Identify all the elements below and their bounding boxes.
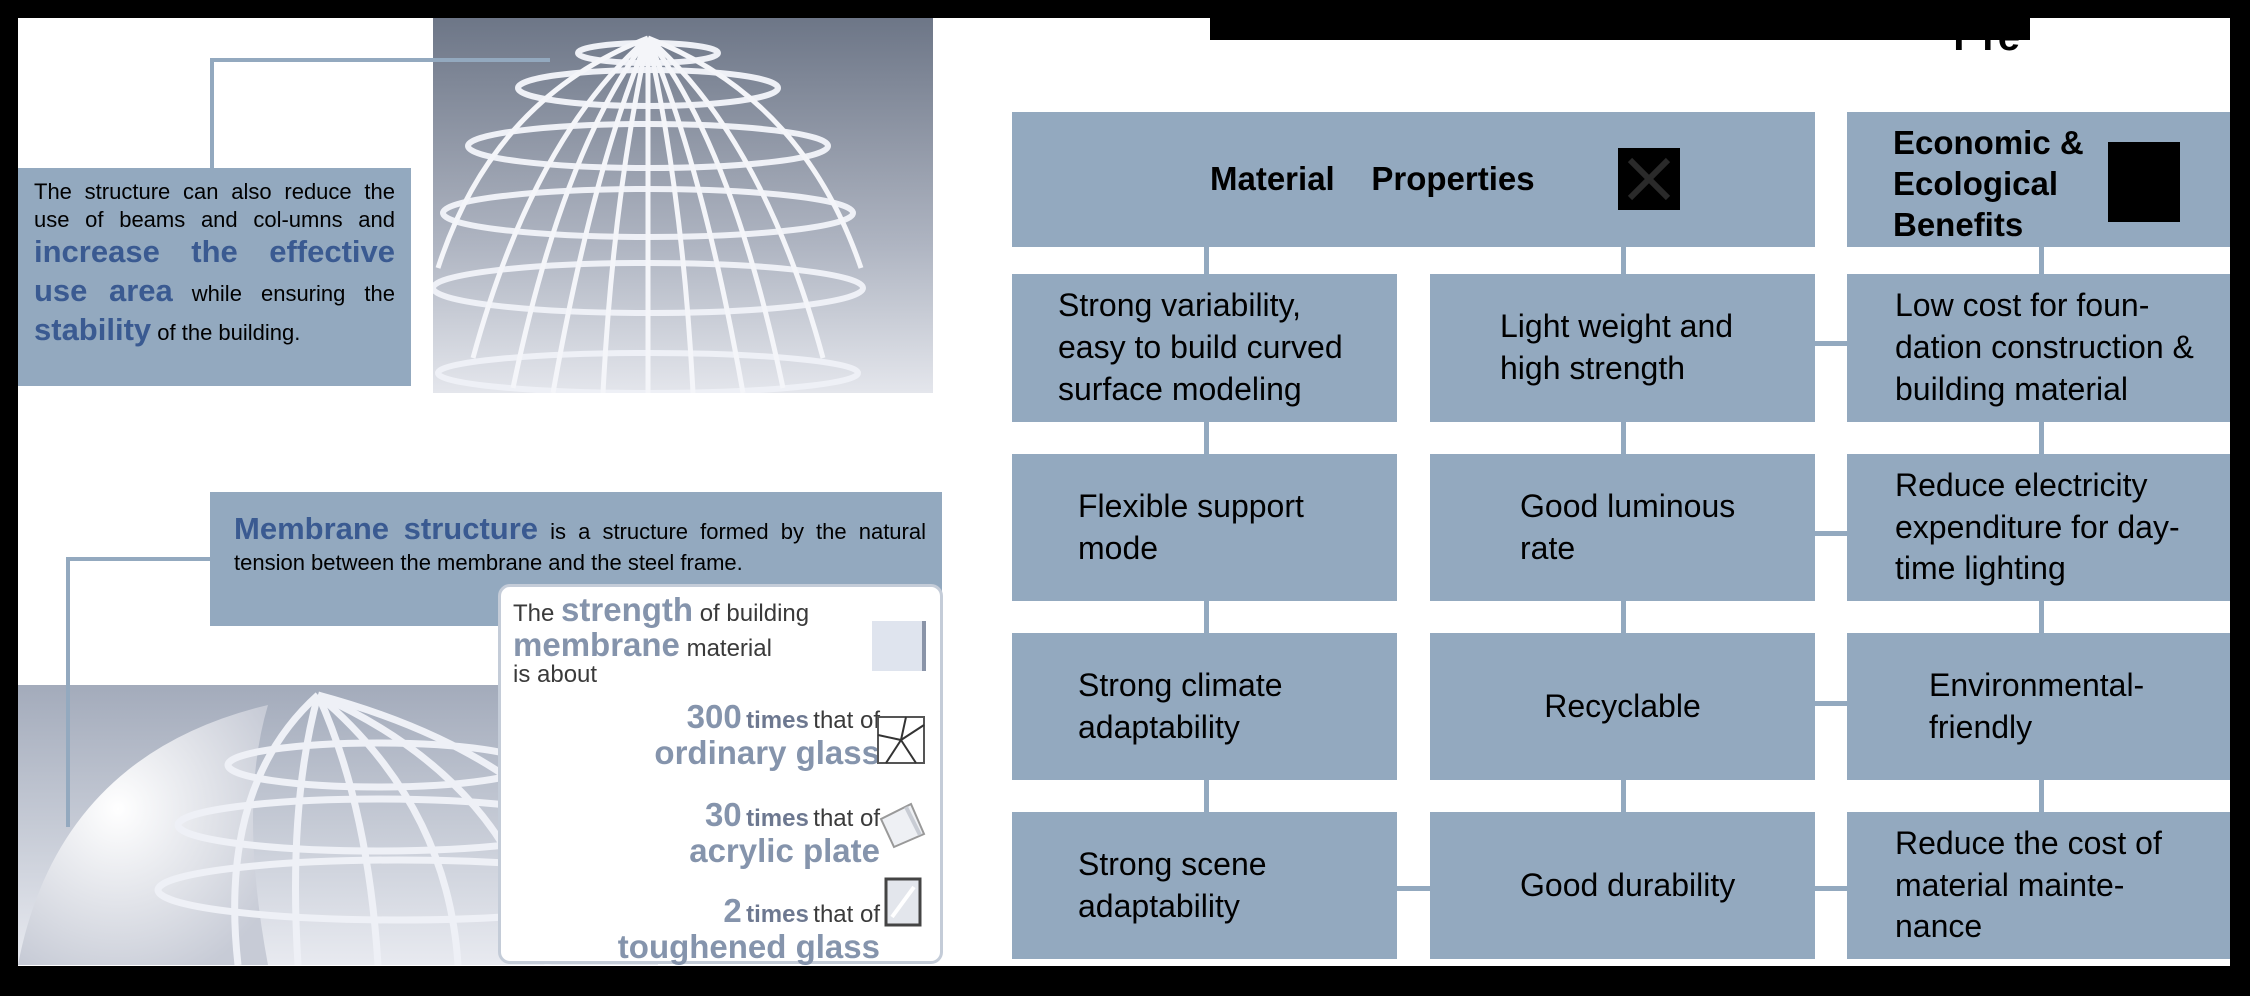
economic-benefit-box: Reduce the cost of material mainte-nance	[1847, 812, 2230, 959]
page-title: T re	[1946, 15, 2020, 59]
material-property-box: Recyclable	[1430, 633, 1815, 780]
connector-line	[66, 557, 212, 561]
strength-intro: The strength of building membrane materi…	[513, 591, 810, 689]
acrylic-plate-icon	[879, 802, 926, 849]
steel-frame-dome-image	[433, 18, 933, 393]
callout-structure-benefit: The structure can also reduce the use of…	[18, 168, 411, 386]
connector-line	[1815, 886, 1847, 891]
callout-emphasis: Membrane structure	[234, 511, 539, 546]
economic-benefit-box: Reduce electricity expenditure for day-t…	[1847, 454, 2230, 601]
tools-icon	[1618, 148, 1680, 210]
material-property-box: Strong scene adaptability	[1012, 812, 1397, 959]
economic-benefit-box: Environmental-friendly	[1847, 633, 2230, 780]
callout-text: while ensuring the	[191, 280, 395, 306]
strength-row: 2 times that of toughened glass	[617, 892, 880, 966]
economic-benefit-box: Low cost for foun-dation construction & …	[1847, 274, 2230, 422]
connector-line	[1621, 247, 1626, 274]
material-property-box: Strong climate adaptability	[1012, 633, 1397, 780]
toughened-glass-icon	[884, 877, 922, 927]
connector-line	[1204, 780, 1209, 812]
title-bar	[1210, 0, 2030, 40]
connector-line	[1815, 701, 1847, 706]
material-property-box: Light weight and high strength	[1430, 274, 1815, 422]
material-property-box: Good durability	[1430, 812, 1815, 959]
connector-line	[1815, 531, 1847, 536]
connector-line	[1204, 601, 1209, 633]
connector-line	[1204, 247, 1209, 274]
connector-line	[1815, 341, 1847, 346]
callout-text: of the building.	[157, 319, 301, 345]
connector-line	[210, 58, 550, 62]
economy-icon	[2108, 142, 2180, 222]
connector-line	[1621, 601, 1626, 633]
connector-line	[1621, 422, 1626, 454]
header-material-properties: Material Properties	[1012, 112, 1815, 247]
callout-text: The structure can also reduce the use of…	[34, 179, 395, 232]
connector-line	[2039, 422, 2044, 454]
material-property-box: Strong variability, easy to build curved…	[1012, 274, 1397, 422]
membrane-sample-icon	[872, 621, 926, 671]
callout-text: is a structure formed by the natural ten…	[234, 519, 926, 575]
strength-comparison-panel: The strength of building membrane materi…	[498, 584, 943, 966]
connector-line	[210, 58, 214, 170]
connector-line	[66, 557, 70, 827]
connector-line	[2039, 780, 2044, 812]
strength-row: 30 times that of acrylic plate	[689, 796, 880, 870]
connector-line	[1204, 422, 1209, 454]
connector-line	[2039, 601, 2044, 633]
connector-line	[2039, 247, 2044, 274]
callout-emphasis: stability	[34, 311, 152, 347]
connector-line	[1397, 886, 1430, 891]
material-property-box: Flexible support mode	[1012, 454, 1397, 601]
broken-glass-icon	[877, 716, 925, 764]
material-property-box: Good luminous rate	[1430, 454, 1815, 601]
callout-emphasis: increase the effective use area	[34, 234, 395, 308]
connector-line	[1621, 780, 1626, 812]
header-economic-benefits: Economic & Ecological Benefits	[1847, 112, 2230, 247]
strength-row: 300 times that of ordinary glass	[654, 698, 880, 772]
